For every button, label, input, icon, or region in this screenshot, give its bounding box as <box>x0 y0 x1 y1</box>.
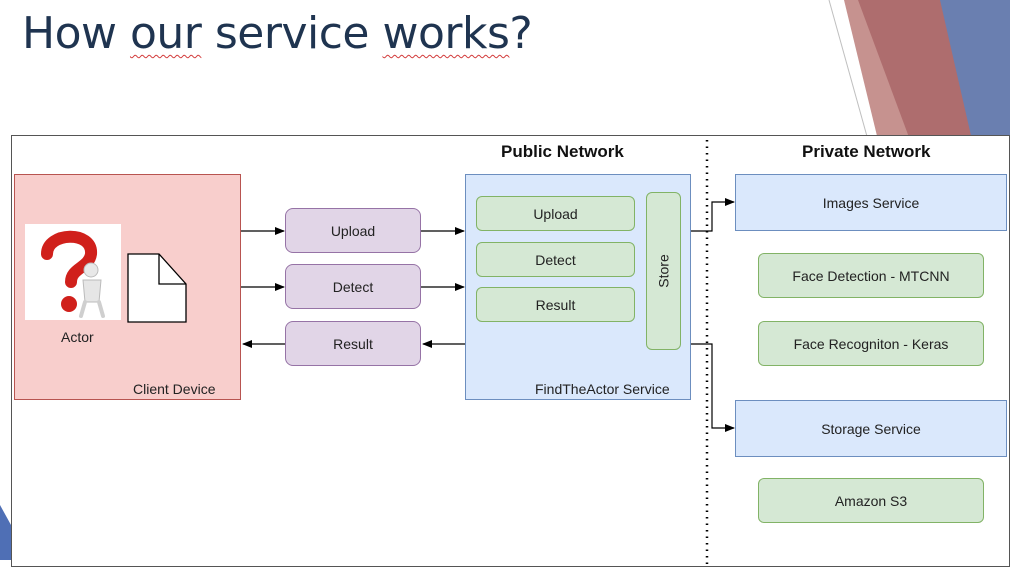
request-upload: Upload <box>285 208 421 253</box>
findtheactor-service-box: Upload Detect Result Store FindTheActor … <box>465 174 691 400</box>
request-detect: Detect <box>285 264 421 309</box>
endpoint-upload: Upload <box>476 196 635 231</box>
amazon-s3-box: Amazon S3 <box>758 478 984 523</box>
service-label: FindTheActor Service <box>535 381 670 397</box>
arrow-service-images <box>691 198 735 232</box>
store-box: Store <box>646 192 681 350</box>
face-recognition-box: Face Recogniton - Keras <box>758 321 984 366</box>
arrow-service-storage <box>691 343 735 432</box>
private-network-label: Private Network <box>802 142 931 161</box>
decor-corner-blue <box>0 505 11 560</box>
endpoint-result: Result <box>476 287 635 322</box>
endpoint-detect: Detect <box>476 242 635 277</box>
architecture-diagram: Public Network Private Network Actor Cli… <box>11 135 1010 567</box>
document-icon <box>127 253 187 326</box>
public-network-label: Public Network <box>501 142 624 161</box>
client-device-label: Client Device <box>133 381 216 397</box>
question-mark-person-icon <box>25 224 121 320</box>
slide-title: How our service works? <box>22 8 533 59</box>
images-service-box: Images Service <box>735 174 1007 231</box>
actor-label: Actor <box>61 329 94 345</box>
decor-triangle-blue <box>940 0 1010 140</box>
connectors <box>241 140 735 566</box>
face-detection-box: Face Detection - MTCNN <box>758 253 984 298</box>
request-result: Result <box>285 321 421 366</box>
storage-service-box: Storage Service <box>735 400 1007 457</box>
store-label: Store <box>655 254 672 288</box>
client-device-box: Actor Client Device <box>14 174 241 400</box>
